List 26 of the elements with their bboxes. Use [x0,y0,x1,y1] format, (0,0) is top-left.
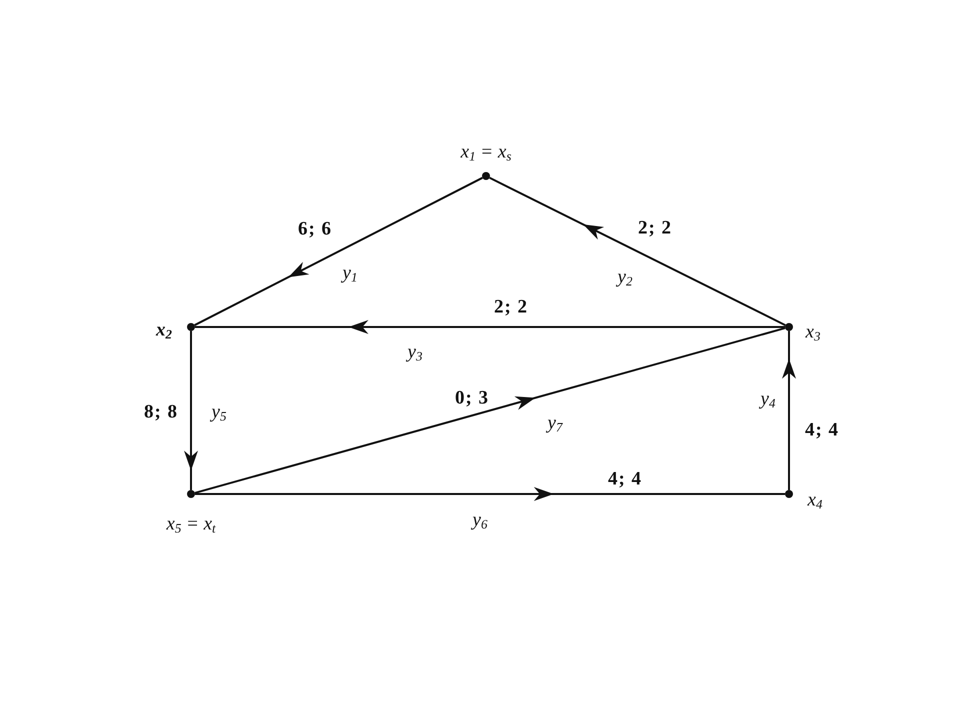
edge-name: y$_{6}$ [472,510,488,530]
edge-label: 4; 4 [608,470,642,488]
arrow [195,320,785,334]
edge-label: 0; 3 [454,388,490,408]
edge-label: 2; 2 [494,298,528,316]
edge-label: 8; 8 [144,402,178,422]
arrow [184,331,198,490]
arrow [194,327,786,494]
vertex-label: x$_{1}$ = x$_{s}$ [460,142,512,162]
edge-name: y$_{5}$ [212,402,226,422]
arrow [195,487,785,501]
edge-name: y$_{1}$ [342,264,358,282]
edge-name: y$_{2}$ [618,268,632,286]
edge-name: y$_{3}$ [408,342,422,362]
edge-name: y$_{7}$ [548,414,562,432]
vertex-label: x$_{2}$ [156,320,172,340]
edge-name: y$_{4}$ [760,390,776,408]
arrow [489,176,786,326]
vertex-label: x$_{4}$ [808,490,822,510]
edge-label: 2; 2 [638,218,672,238]
arrow [782,331,796,490]
vertex-label: x$_{5}$ = x$_{t}$ [166,514,216,534]
edge-label: 6; 6 [298,220,332,238]
edge-label: 4; 4 [804,420,840,440]
arrow [194,176,483,326]
vertex-label: x$_{3}$ [806,322,820,342]
